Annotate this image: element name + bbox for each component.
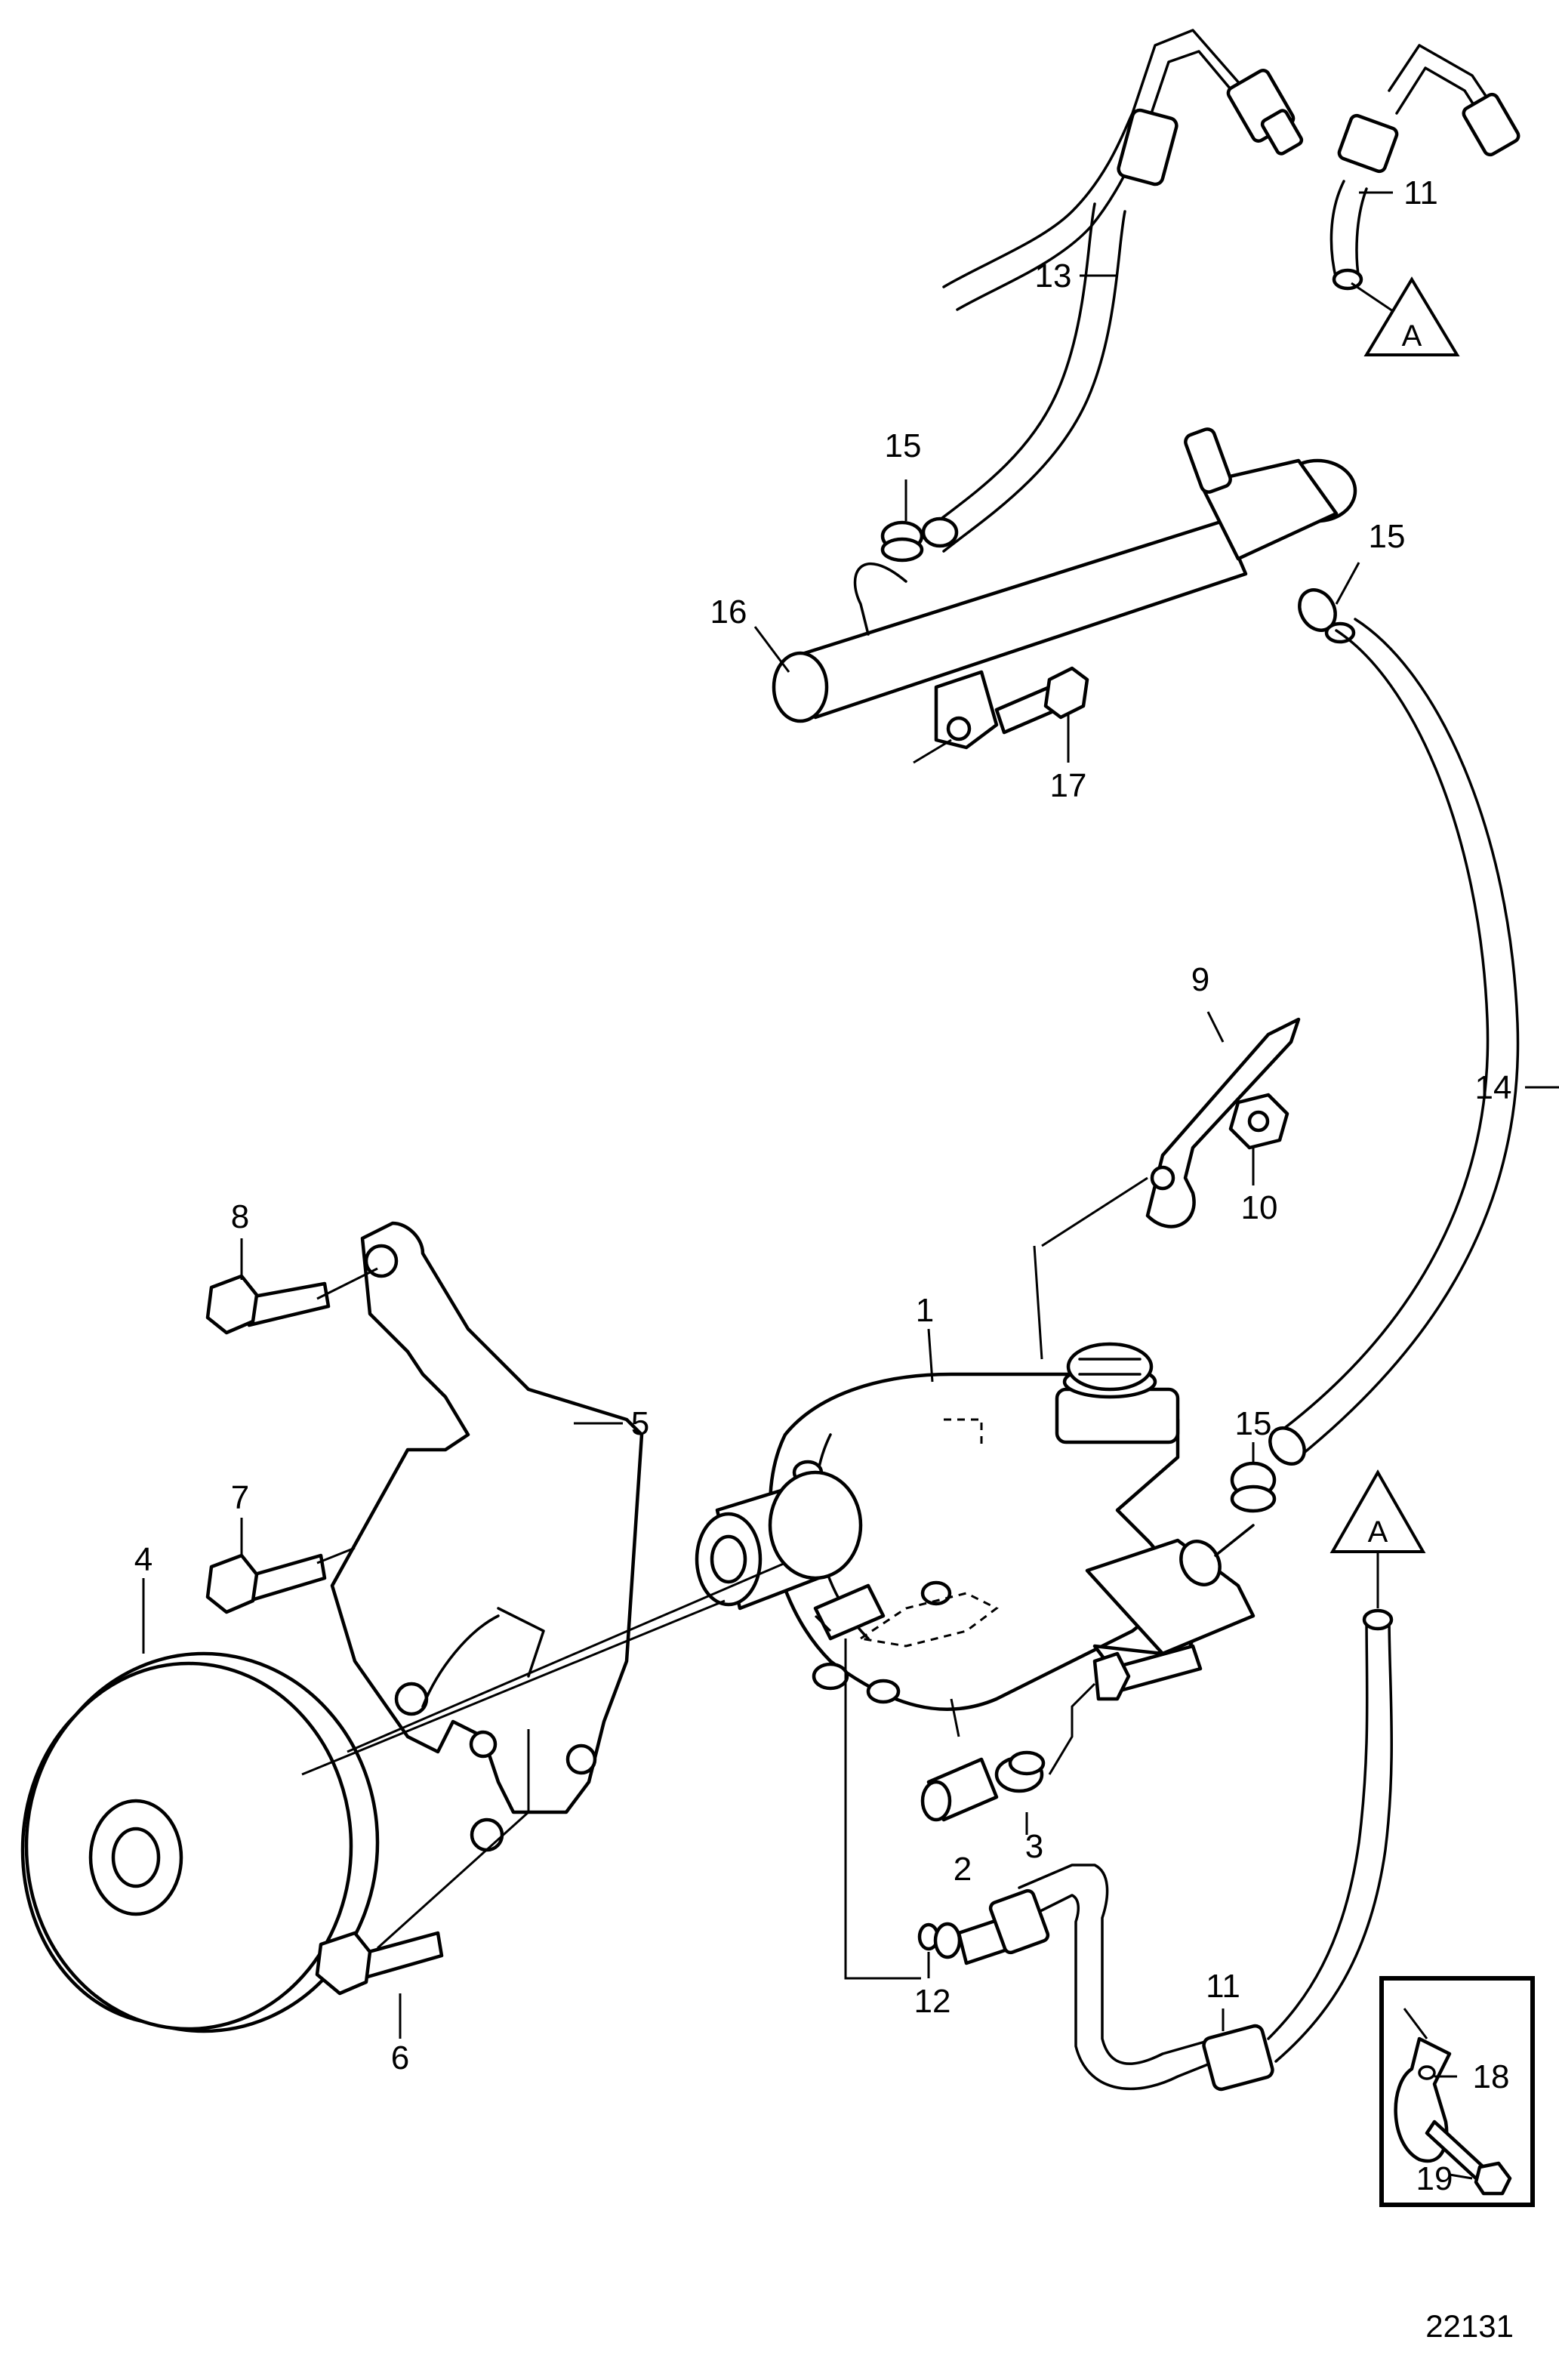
- leader-lines: [142, 191, 1559, 2039]
- bolt-17: [994, 666, 1089, 735]
- callout-15-right: 15: [1369, 518, 1406, 555]
- bracket-5: [330, 1221, 644, 1852]
- bracket-9: [1145, 1017, 1301, 1229]
- pulley-4: [20, 1651, 380, 2033]
- callout-labels: 1 2 3 4 5 6 7 8 9 10 11 11 12 13 14 15 1…: [134, 174, 1512, 2197]
- bolt-pump-rear: [1092, 1644, 1203, 1701]
- callout-18: 18: [1473, 2058, 1510, 2095]
- callout-11-lower: 11: [1206, 1968, 1240, 2005]
- callout-17: 17: [1050, 767, 1087, 804]
- hose-clamp-15-upper: [880, 520, 924, 563]
- callout-7: 7: [231, 1479, 249, 1516]
- callout-1: 1: [916, 1292, 934, 1329]
- callout-13: 13: [1035, 257, 1072, 294]
- callout-2: 2: [954, 1851, 972, 1888]
- callout-15-lower: 15: [1235, 1405, 1272, 1442]
- reference-label-a-mid: A: [1368, 1515, 1388, 1549]
- reference-triangle-a-mid: A: [1329, 1469, 1426, 1608]
- callout-3: 3: [1025, 1828, 1043, 1865]
- hose-14: [1268, 618, 1520, 1466]
- bolt-7: [205, 1553, 327, 1614]
- pump-shaft: [695, 1470, 863, 1611]
- callout-5: 5: [631, 1405, 649, 1442]
- reference-label-a-top: A: [1402, 319, 1422, 353]
- pressure-hose-11-lower: [933, 1608, 1394, 2092]
- callout-19: 19: [1416, 2160, 1453, 2197]
- reference-triangle-a-top: A: [1351, 276, 1460, 356]
- callout-9: 9: [1191, 961, 1209, 998]
- hose-clamp-15-right: [1298, 588, 1356, 644]
- sleeve-2: [920, 1757, 999, 1822]
- callout-14: 14: [1475, 1069, 1512, 1106]
- detail-inset-clip: [1379, 1976, 1535, 2207]
- hose-clamp-15-lower: [1230, 1461, 1277, 1513]
- callout-15-upper: 15: [885, 427, 922, 464]
- callout-12: 12: [914, 1983, 951, 2020]
- nut-10: [1228, 1093, 1289, 1150]
- callout-6: 6: [391, 2039, 409, 2076]
- callout-11-upper: 11: [1403, 174, 1438, 211]
- figure-number: 22131: [1425, 2308, 1514, 2344]
- clamp-3: [994, 1750, 1046, 1793]
- bolt-8: [205, 1274, 331, 1335]
- callout-4: 4: [134, 1541, 153, 1578]
- callout-8: 8: [231, 1198, 249, 1235]
- callout-10: 10: [1241, 1189, 1278, 1226]
- callout-16: 16: [710, 593, 747, 630]
- bolt-6: [315, 1931, 444, 1996]
- hose-13: [921, 29, 1304, 553]
- hose-11-upper: [1329, 44, 1520, 291]
